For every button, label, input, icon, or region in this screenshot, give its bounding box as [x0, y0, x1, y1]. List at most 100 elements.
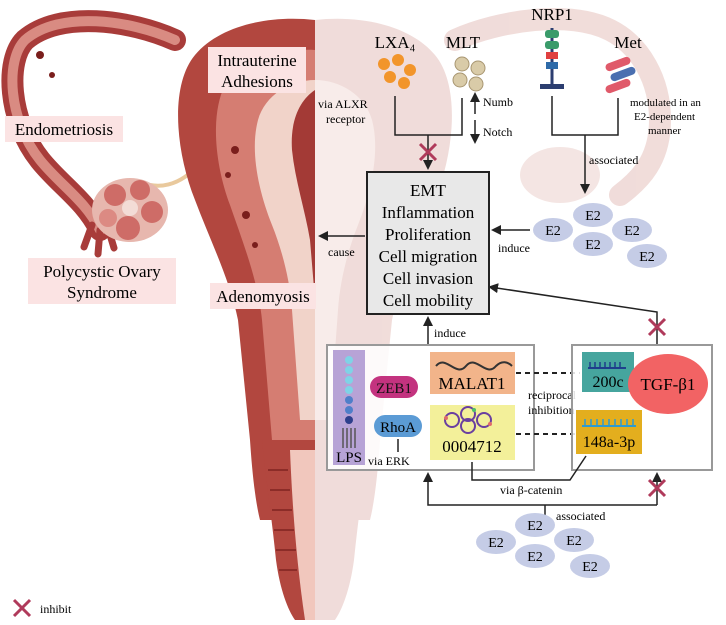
mir200c-label: 200c	[592, 374, 623, 391]
circ-label: 0004712	[442, 437, 502, 456]
top-factors: LXA₄ MLT via ALXR receptor Numb Notch NR…	[318, 5, 701, 194]
e2-badge	[573, 232, 613, 256]
notch-label: Notch	[483, 125, 512, 139]
e2-text: E2	[566, 534, 582, 549]
met-note-line2: E2-dependent	[634, 111, 695, 123]
e2-badge	[515, 513, 555, 537]
via-beta-catenin-label: via β-catenin	[500, 483, 562, 497]
inhibit-x-icon	[647, 478, 667, 498]
malat1-label: MALAT1	[438, 374, 505, 393]
endometriosis-label-bg	[5, 116, 123, 142]
e2-badge	[476, 530, 516, 554]
tgf-label: TGF-β1	[641, 375, 696, 394]
rna-strand-icon	[435, 361, 513, 371]
central-line-5: Cell invasion	[383, 269, 474, 288]
lxa4-molecules-icon	[378, 54, 416, 89]
inhibit-x-icon	[418, 142, 438, 162]
met-receptor-icon	[605, 56, 636, 94]
via-alxr-line1: via ALXR	[318, 97, 368, 111]
associated-top-label: associated	[589, 153, 638, 167]
e2-badge	[573, 203, 613, 227]
pcos-label-line1: Polycystic Ovary	[43, 262, 161, 281]
e2-text: E2	[527, 519, 543, 534]
central-line-6: Cell mobility	[383, 291, 474, 310]
e2-text: E2	[585, 209, 601, 224]
e2-text: E2	[488, 536, 504, 551]
zeb1-badge	[370, 376, 418, 398]
nrp1-met-connector	[551, 96, 619, 136]
central-line-3: Proliferation	[385, 225, 471, 244]
reciprocal-line2: inhibition	[528, 403, 575, 417]
mirna-hairpin-icon	[588, 362, 626, 369]
via-erk-label: via ERK	[368, 454, 410, 468]
e2-text: E2	[585, 238, 601, 253]
adenomyosis-label: Adenomyosis	[216, 287, 310, 306]
e2-badge	[570, 554, 610, 578]
numb-label: Numb	[483, 95, 513, 109]
e2-text: E2	[582, 560, 598, 575]
inhibit-x-icon	[12, 598, 32, 618]
central-line-2: Inflammation	[382, 203, 475, 222]
legend-inhibit-label: inhibit	[40, 602, 72, 616]
mir148-label: 148a-3p	[583, 434, 635, 451]
e2-bottom-cluster: E2 E2 E2 E2 E2	[476, 513, 610, 578]
tgf-feedback-arrow	[488, 283, 658, 345]
rhoa-label: RhoA	[380, 420, 416, 436]
e2-badge	[627, 244, 667, 268]
lps-molecule-icon	[342, 356, 356, 448]
mlt-label: MLT	[446, 33, 481, 52]
met-note-line1: modulated in an	[630, 97, 701, 109]
inhibit-x-icon	[647, 317, 667, 337]
central-process-box: EMT Inflammation Proliferation Cell migr…	[366, 171, 490, 315]
uterus-illustration	[1, 10, 315, 620]
intrauterine-label-line1: Intrauterine	[217, 51, 296, 70]
cause-label: cause	[328, 245, 355, 259]
zeb1-label: ZEB1	[376, 381, 412, 397]
e2-text: E2	[639, 250, 655, 265]
disease-labels: Endometriosis Intrauterine Adhesions Pol…	[5, 47, 316, 309]
associated-bottom-label: associated	[556, 509, 605, 523]
associated-bottom-left-arrow	[423, 472, 657, 506]
bottom-right-box: 200c 148a-3p TGF-β1	[571, 344, 713, 471]
induce-bottom-label: induce	[434, 326, 466, 340]
lxa4-label: LXA₄	[375, 33, 416, 52]
intrauterine-label-line2: Adhesions	[221, 72, 293, 91]
nrp1-label: NRP1	[531, 5, 573, 24]
pcos-label-bg	[28, 258, 176, 304]
met-note-line3: manner	[648, 125, 681, 137]
central-box-bg	[366, 171, 490, 315]
tgf-badge	[628, 354, 708, 414]
e2-text: E2	[545, 224, 561, 239]
e2-text: E2	[624, 224, 640, 239]
induce-right-label: induce	[498, 241, 530, 255]
e2-top-cluster: E2 E2 E2 E2 E2	[533, 203, 667, 268]
mir148-panel	[576, 410, 642, 454]
e2-badge	[554, 528, 594, 552]
e2-badge	[612, 218, 652, 242]
e2-badge	[533, 218, 573, 242]
intrauterine-label-bg	[208, 47, 306, 93]
endometriosis-label: Endometriosis	[15, 120, 113, 139]
bottom-left-box: LPS ZEB1 RhoA via ERK MALAT1 0004712	[326, 344, 535, 471]
legend: inhibit	[12, 598, 72, 618]
reciprocal-line1: reciprocal	[528, 388, 577, 402]
met-label: Met	[614, 33, 642, 52]
adenomyosis-label-bg	[210, 283, 316, 309]
lps-label: LPS	[336, 450, 362, 466]
central-line-1: EMT	[410, 181, 447, 200]
mir200c-panel	[582, 352, 634, 392]
beta-catenin-connector	[471, 455, 587, 481]
mlt-molecules-icon	[452, 56, 486, 92]
circrna-icon	[444, 406, 492, 434]
e2-badge	[515, 544, 555, 568]
pcos-label-line2: Syndrome	[67, 283, 137, 302]
nrp1-receptor-icon	[540, 28, 564, 89]
rhoa-badge	[374, 415, 422, 437]
malat1-panel	[430, 352, 515, 394]
e2-text: E2	[527, 550, 543, 565]
central-line-4: Cell migration	[379, 247, 478, 266]
mirna-hairpin-icon	[582, 419, 636, 427]
via-alxr-line2: receptor	[326, 112, 365, 126]
